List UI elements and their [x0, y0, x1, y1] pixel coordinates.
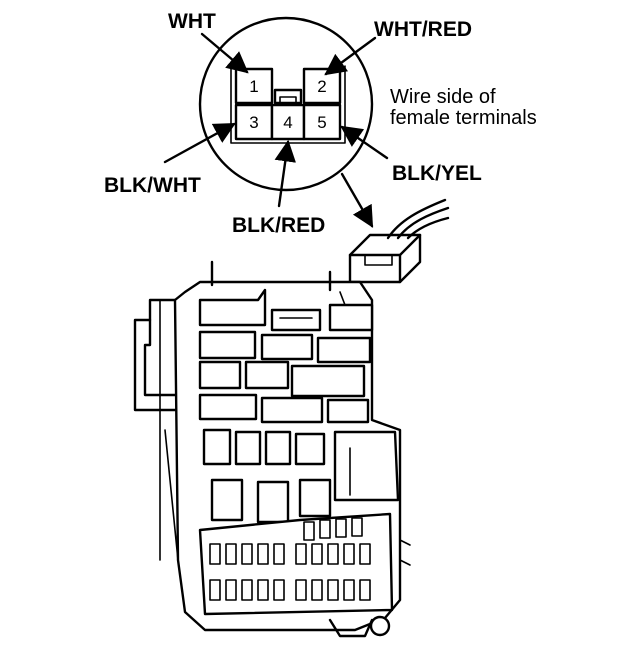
fuse: [273, 543, 285, 565]
terminal-cavity-4: [270, 103, 306, 141]
large-relay: [333, 430, 400, 502]
fuse: [241, 543, 253, 565]
terminal-number-1: 1: [249, 77, 258, 96]
terminal-number-2: 2: [317, 77, 326, 96]
terminal-cavity-5: [302, 103, 342, 141]
terminal-number-5: 5: [317, 113, 326, 132]
terminal-number-3: 3: [249, 113, 258, 132]
fuse: [273, 579, 285, 601]
connector-callout: 1 2 3 4 5: [163, 16, 389, 208]
relay-4a: [198, 393, 258, 421]
relay-3c: [290, 364, 366, 398]
fuse-relay-box: [133, 260, 411, 638]
callout-pointer-arrow: [340, 172, 374, 228]
relay-6a: [210, 478, 244, 522]
fuse: [311, 543, 323, 565]
fuse: [257, 579, 269, 601]
leader-pin2: [324, 36, 377, 76]
relay-row-5: [202, 428, 400, 502]
leader-pin3: [163, 122, 236, 164]
fuse: [295, 543, 307, 565]
plug-slot: [364, 254, 393, 266]
bottom-foot: [328, 618, 374, 638]
mount-bolt: [369, 615, 391, 637]
fuse: [209, 579, 221, 601]
left-rail-2: [164, 429, 179, 561]
fuse: [311, 579, 323, 601]
relay-row-3: [198, 360, 366, 398]
fuse: [343, 543, 355, 565]
harness-connector: [348, 198, 450, 284]
relay-2b: [260, 333, 314, 361]
fuse: [343, 579, 355, 601]
relay-5d: [294, 432, 326, 466]
fuse: [351, 517, 363, 537]
relay-4c: [326, 398, 370, 424]
left-mount-tab: [133, 318, 177, 412]
relay-6c: [298, 478, 332, 518]
note-line-1: Wire side of: [390, 86, 496, 108]
relay-row-2: [198, 330, 372, 364]
plug-body: [348, 233, 422, 284]
fuse: [257, 543, 269, 565]
relay-5c: [264, 430, 292, 466]
fuse: [241, 579, 253, 601]
fuse: [327, 543, 339, 565]
fuse: [359, 579, 371, 601]
relay-5a: [202, 428, 232, 466]
callout-circle: [198, 16, 374, 192]
fuse: [225, 543, 237, 565]
left-bracket: [143, 298, 177, 397]
leader-pin4: [274, 139, 296, 208]
fuse: [335, 518, 347, 538]
side-wire: [399, 539, 411, 546]
fuse: [359, 543, 371, 565]
terminal-cavity-1: [234, 67, 274, 105]
relay-1c: [328, 303, 374, 332]
relay-2c: [316, 336, 372, 364]
fuse-row-bottom: [209, 579, 371, 601]
relay-6b: [256, 480, 290, 524]
wire-2: [396, 206, 450, 240]
fuse: [319, 519, 331, 539]
relay-2a: [198, 330, 257, 360]
leader-pin5: [340, 125, 389, 160]
fuse-block: [198, 512, 394, 616]
wire-label-blk-red: BLK/RED: [232, 214, 325, 237]
wire-label-wht: WHT: [168, 10, 216, 33]
fuse: [295, 579, 307, 601]
wire-label-blk-yel: BLK/YEL: [392, 162, 482, 185]
relay-5b: [234, 430, 262, 466]
fuse-row-upper: [303, 517, 363, 541]
relay-row-1: [198, 288, 374, 332]
side-wire-2: [399, 559, 411, 566]
leader-pin1: [200, 32, 249, 74]
relay-1b: [270, 308, 322, 332]
relay-1c-tab: [339, 291, 346, 306]
fuse: [327, 579, 339, 601]
fuse: [209, 543, 221, 565]
note-line-2: female terminals: [390, 107, 537, 129]
connector-face: 1 2 3 4 5: [230, 65, 346, 144]
wire-label-wht-red: WHT/RED: [374, 18, 472, 41]
fuse: [225, 579, 237, 601]
terminal-number-4: 4: [283, 113, 292, 132]
relay-row-6: [210, 478, 332, 524]
relay-3b: [244, 360, 290, 390]
wire-1: [386, 198, 447, 240]
relay-3a: [198, 360, 242, 390]
fuse: [303, 521, 315, 541]
relay-1a: [198, 288, 267, 327]
relay-row-4: [198, 393, 370, 424]
locking-tab-inner: [279, 96, 297, 104]
fuse-row-top: [209, 543, 371, 565]
relay-4b: [260, 396, 324, 424]
wire-3: [406, 216, 450, 240]
wire-label-blk-wht: BLK/WHT: [104, 174, 201, 197]
